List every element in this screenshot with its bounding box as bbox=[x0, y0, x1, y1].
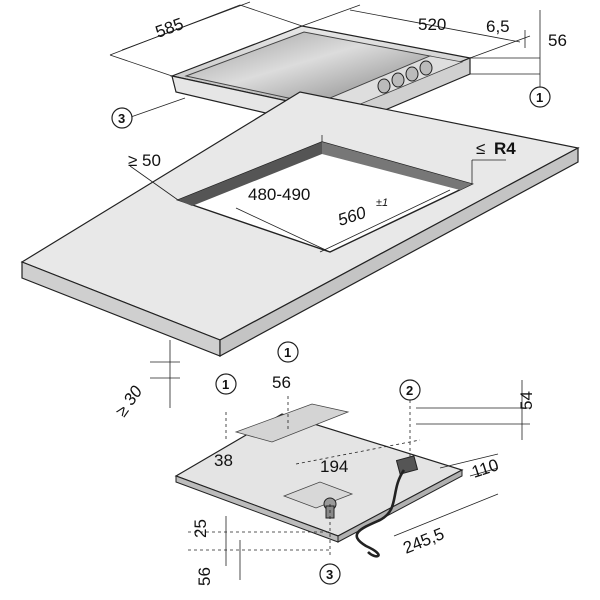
dim-56-underside: 56 bbox=[272, 373, 291, 392]
top-dimension-lines bbox=[109, 1, 541, 119]
bottom-solid-lines bbox=[225, 380, 530, 580]
callout-3-top: 3 bbox=[111, 107, 133, 129]
dim-56-bottom: 56 bbox=[195, 567, 214, 586]
dim-25: 25 bbox=[191, 519, 210, 538]
power-cable bbox=[355, 469, 406, 558]
svg-text:3: 3 bbox=[326, 567, 333, 582]
callout-1-bottom-b: 1 bbox=[215, 373, 237, 395]
svg-text:R4: R4 bbox=[494, 139, 516, 158]
bottom-dimension-lines bbox=[188, 396, 421, 556]
callout-3-bottom: 3 bbox=[319, 563, 341, 585]
dim-194: 194 bbox=[320, 457, 348, 476]
svg-text:1: 1 bbox=[284, 345, 291, 360]
dim-245-5: 245,5 bbox=[400, 524, 447, 558]
dim-56-height: 56 bbox=[548, 31, 567, 50]
dim-110: 110 bbox=[469, 455, 501, 481]
cutout-dimension-lines bbox=[129, 135, 506, 408]
dim-cutout-depth: 480-490 bbox=[248, 185, 310, 204]
svg-text:2: 2 bbox=[406, 383, 413, 398]
dim-54: 54 bbox=[517, 391, 536, 410]
callout-1-top: 1 bbox=[529, 86, 551, 108]
dim-585: 585 bbox=[153, 14, 186, 42]
dim-520: 520 bbox=[418, 15, 446, 34]
dim-38: 38 bbox=[214, 451, 233, 470]
callout-1-bottom-a: 1 bbox=[277, 341, 299, 363]
callout-2-bottom: 2 bbox=[399, 379, 421, 401]
dim-min-edge: ≥ 50 bbox=[128, 151, 161, 170]
svg-text:3: 3 bbox=[118, 111, 125, 126]
dim-worktop-thickness: ≥ 30 bbox=[112, 382, 147, 420]
dim-corner-radius: ≤ R4 bbox=[476, 139, 516, 158]
control-knobs bbox=[377, 60, 433, 94]
svg-text:±1: ±1 bbox=[376, 197, 388, 209]
svg-text:≤: ≤ bbox=[476, 139, 485, 158]
svg-text:1: 1 bbox=[222, 377, 229, 392]
dim-6-5: 6,5 bbox=[486, 17, 510, 36]
svg-text:1: 1 bbox=[536, 90, 543, 105]
underside-hob bbox=[174, 403, 464, 543]
